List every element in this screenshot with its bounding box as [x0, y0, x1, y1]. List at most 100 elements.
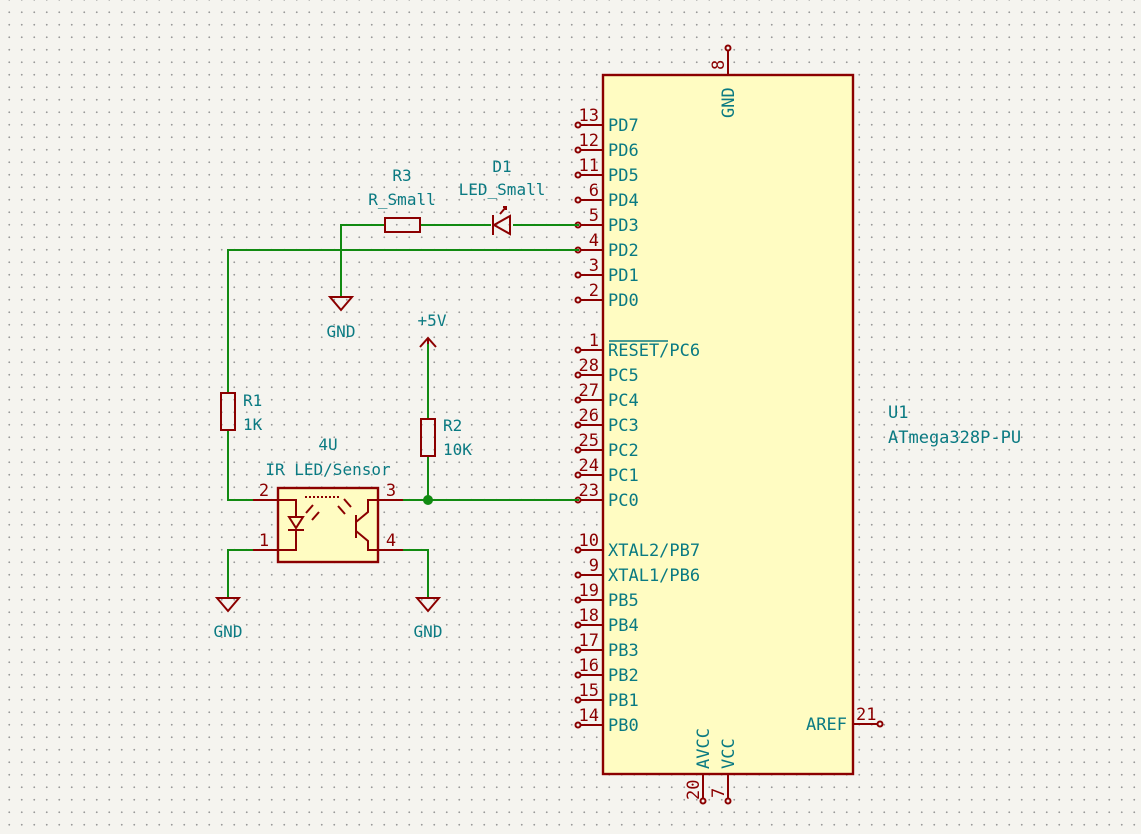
- pin-number: 14: [579, 706, 599, 726]
- pin-end: [574, 646, 582, 654]
- pin-label: XTAL2/PB7: [608, 541, 700, 561]
- pin-label: GND: [719, 87, 739, 118]
- pin-end: [574, 371, 582, 379]
- mcu-pin-8[interactable]: 8 GND: [709, 44, 739, 119]
- pin-number: 24: [579, 456, 599, 476]
- pin-label: PD4: [608, 191, 639, 211]
- mcu-body: [601, 73, 855, 776]
- r1-ref: R1: [243, 391, 262, 410]
- pin-end: [574, 471, 582, 479]
- pin-number: 5: [589, 206, 599, 226]
- pin-label: PD1: [608, 266, 639, 286]
- junction-dot: [423, 495, 433, 505]
- pin-end: [574, 196, 582, 204]
- sensor-pin-number: 3: [386, 481, 396, 501]
- mcu-pin-20[interactable]: 20 AVCC: [684, 728, 714, 805]
- pin-number: 16: [579, 656, 599, 676]
- pin-end: [574, 146, 582, 154]
- pin-label: AREF: [806, 715, 847, 735]
- pin-number: 8: [709, 60, 729, 70]
- ir-sensor-4u[interactable]: 2 1 3 4 4U IR LED/Sensor: [253, 435, 403, 564]
- pin-end: [574, 171, 582, 179]
- wire-gnd-r3: [340, 224, 384, 298]
- pin-end: [574, 546, 582, 554]
- d1-ref: D1: [492, 157, 511, 176]
- resistor-r1[interactable]: R1 1K: [220, 391, 263, 434]
- wire-sensor-gnd-right: [402, 549, 429, 599]
- pin-number: 19: [579, 581, 599, 601]
- resistor-r2[interactable]: R2 10K: [420, 416, 472, 459]
- pin-label: PC4: [608, 391, 639, 411]
- mcu-ref: U1: [888, 403, 908, 423]
- pin-label: PD0: [608, 291, 639, 311]
- pin-number: 27: [579, 381, 599, 401]
- pin-label: PB1: [608, 691, 639, 711]
- pin-end: [574, 421, 582, 429]
- led-d1[interactable]: D1 LED_Small: [459, 157, 546, 236]
- pin-number: 9: [589, 556, 599, 576]
- resistor-r3[interactable]: R3 R_Small: [368, 166, 436, 233]
- pin-number: 4: [589, 231, 599, 251]
- pin-label: PB2: [608, 666, 639, 686]
- pin-end: [574, 621, 582, 629]
- pin-number: 17: [579, 631, 599, 651]
- sensor-pin-number: 1: [259, 531, 269, 551]
- phototransistor-icon: [305, 496, 378, 551]
- r3-value: R_Small: [368, 190, 435, 209]
- pin-label: PD6: [608, 141, 639, 161]
- pin-number: 28: [579, 356, 599, 376]
- r2-ref: R2: [443, 416, 462, 435]
- pin-label: PB5: [608, 591, 639, 611]
- resistor-body: [220, 392, 236, 431]
- resistor-body: [420, 418, 436, 457]
- pin-number: 1: [589, 331, 599, 351]
- wire-pd2: [227, 249, 579, 394]
- gnd-r3[interactable]: GND: [327, 296, 356, 341]
- mcu-pin-7[interactable]: 7 VCC: [709, 738, 739, 805]
- wire-sensor-gnd-left: [227, 549, 254, 599]
- pin-label: PB0: [608, 716, 639, 736]
- pin-end: [574, 446, 582, 454]
- pin-number: 3: [589, 256, 599, 276]
- pin-number: 11: [579, 156, 599, 176]
- mcu-pin-21[interactable]: 21 AREF: [806, 705, 884, 735]
- pin-label: VCC: [719, 738, 739, 769]
- pin-label: PC2: [608, 441, 639, 461]
- resistor-body: [384, 217, 421, 233]
- sensor-pin-number: 2: [259, 481, 269, 501]
- gnd-label: GND: [414, 622, 443, 641]
- power-5v[interactable]: +5V: [418, 311, 447, 348]
- gnd-sensor-right[interactable]: GND: [414, 597, 443, 641]
- pin-number: 7: [709, 788, 729, 798]
- pin-number: 13: [579, 106, 599, 126]
- sensor-pin-number: 4: [386, 531, 396, 551]
- pin-label: PD7: [608, 116, 639, 136]
- gnd-sensor-left[interactable]: GND: [214, 597, 243, 641]
- pin-number: 23: [579, 481, 599, 501]
- r3-ref: R3: [392, 166, 411, 185]
